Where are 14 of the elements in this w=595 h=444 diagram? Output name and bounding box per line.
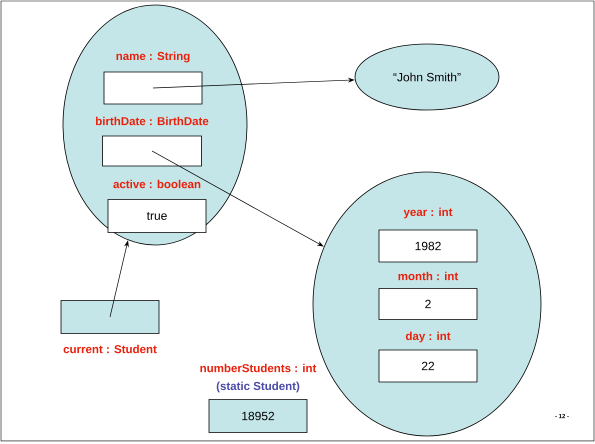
field-box: 1982	[378, 230, 478, 262]
field-box: 2	[378, 288, 478, 320]
field-label: day : int	[406, 332, 450, 342]
variable-box: 18952	[208, 399, 308, 433]
field-label: month : int	[398, 272, 458, 280]
field-label: numberStudents : int	[200, 364, 316, 372]
field-label: current : Student	[64, 344, 157, 354]
field-label: active : boolean	[113, 180, 200, 188]
field-box: true	[108, 199, 206, 233]
field-label: year : int	[404, 208, 452, 218]
field-label: birthDate : BirthDate	[96, 116, 208, 126]
field-label: name : String	[116, 52, 190, 62]
field-box: 22	[378, 350, 478, 382]
field-label: (static Student)	[216, 382, 300, 392]
